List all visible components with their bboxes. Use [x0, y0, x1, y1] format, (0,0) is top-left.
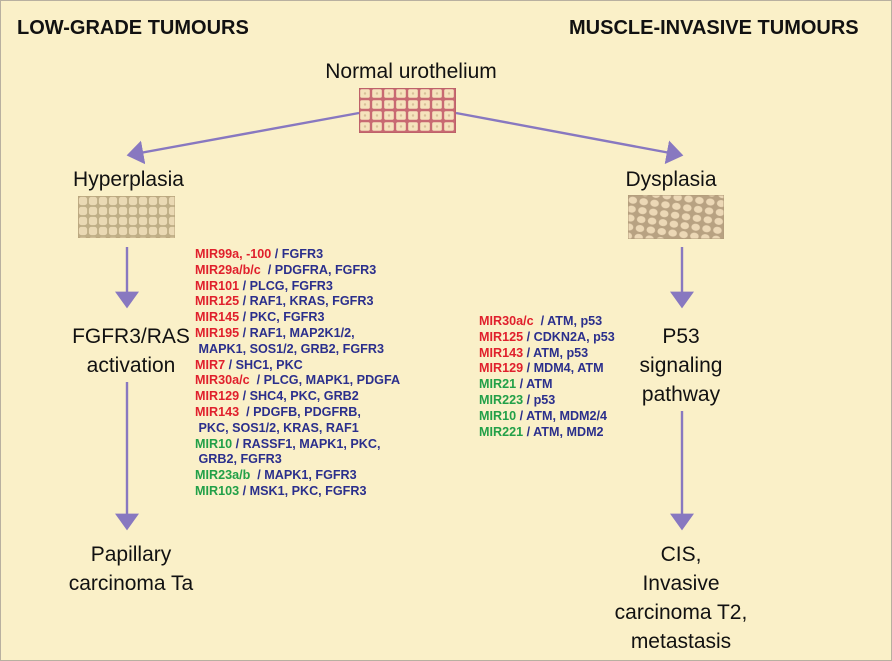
low-grade-header: LOW-GRADE TUMOURS: [17, 17, 249, 39]
mir-row: MAPK1, SOS1/2, GRB2, FGFR3: [195, 342, 400, 358]
mir-name: MIR10: [479, 408, 517, 423]
cis-line-3: carcinoma T2,: [614, 601, 748, 624]
arrow-normal-to-hyperplasia: [126, 111, 360, 165]
mir-targets: GRB2, FGFR3: [195, 452, 282, 467]
mir-targets: PKC, SOS1/2, KRAS, RAF1: [195, 420, 359, 435]
mir-row: MIR143 / ATM, p53: [479, 346, 615, 362]
mir-name: MIR223: [479, 392, 524, 407]
mir-name: MIR195: [195, 325, 240, 340]
mir-name: MIR129: [195, 389, 240, 404]
p53-line-3: pathway: [641, 383, 721, 406]
mir-targets: / RAF1, KRAS, FGFR3: [239, 294, 374, 309]
mir-targets: / ATM, MDM2: [523, 424, 604, 439]
mir-targets: MAPK1, SOS1/2, GRB2, FGFR3: [195, 341, 384, 356]
mir-row: MIR23a/b / MAPK1, FGFR3: [195, 468, 400, 484]
dysplasia-tissue-image: [628, 195, 724, 239]
mir-name: MIR7: [195, 357, 226, 372]
mir-row: MIR143 / PDGFB, PDGFRB,: [195, 405, 400, 421]
mir-name: MIR29a/b/c: [195, 262, 261, 277]
mir-name: MIR103: [195, 483, 240, 498]
mir-targets: / PLCG, FGFR3: [239, 278, 333, 293]
fgfr3-ras-line-1: FGFR3/RAS: [72, 325, 190, 348]
muscle-invasive-header: MUSCLE-INVASIVE TUMOURS: [569, 17, 859, 39]
mir-targets: / RASSF1, MAPK1, PKC,: [232, 436, 381, 451]
node-cis-invasive-metastasis: CIS, Invasive carcinoma T2, metastasis: [611, 540, 751, 656]
cis-line-2: Invasive: [642, 572, 720, 595]
mir-targets: / PKC, FGFR3: [239, 310, 325, 325]
cis-line-4: metastasis: [630, 630, 732, 653]
mir-targets: / SHC4, PKC, GRB2: [239, 389, 359, 404]
mir-row: MIR10 / ATM, MDM2/4: [479, 409, 615, 425]
mir-targets: / p53: [523, 392, 556, 407]
mir-name: MIR23a/b: [195, 468, 251, 483]
mir-row: MIR125 / CDKN2A, p53: [479, 330, 615, 346]
mir-row: MIR99a, -100 / FGFR3: [195, 247, 400, 263]
mir-targets: / MAPK1, FGFR3: [250, 468, 357, 483]
mir-row: MIR221 / ATM, MDM2: [479, 425, 615, 441]
mir-targets: / RAF1, MAP2K1/2,: [239, 325, 355, 340]
mir-targets: / ATM, p53: [533, 314, 603, 328]
mir-name: MIR101: [195, 278, 240, 293]
mir-targets: / ATM: [516, 377, 553, 392]
mir-targets: / ATM, MDM2/4: [516, 408, 608, 423]
hyperplasia-tissue-image: [78, 196, 175, 238]
mir-targets: / FGFR3: [271, 247, 324, 261]
mir-row: MIR10 / RASSF1, MAPK1, PKC,: [195, 437, 400, 453]
papillary-line-1: Papillary: [90, 543, 172, 566]
mir-name: MIR143: [195, 404, 240, 419]
mir-row: MIR129 / MDM4, ATM: [479, 361, 615, 377]
mir-name: MIR30a/c: [195, 373, 250, 388]
mir-targets: / MDM4, ATM: [523, 361, 604, 376]
mir-name: MIR125: [195, 294, 240, 309]
mir-row: MIR223 / p53: [479, 393, 615, 409]
mir-row: MIR30a/c / ATM, p53: [479, 314, 615, 330]
arrow-normal-to-dysplasia: [455, 111, 684, 165]
p53-line-1: P53: [662, 325, 700, 348]
mir-row: GRB2, FGFR3: [195, 452, 400, 468]
mir-targets: / MSK1, PKC, FGFR3: [239, 483, 367, 498]
mir-row: MIR30a/c / PLCG, MAPK1, PDGFA: [195, 373, 400, 389]
mir-name: MIR99a, -100: [195, 247, 272, 261]
node-fgfr3-ras-activation: FGFR3/RAS activation: [61, 322, 201, 380]
papillary-line-2: carcinoma Ta: [68, 572, 194, 595]
mir-row: MIR145 / PKC, FGFR3: [195, 310, 400, 326]
node-hyperplasia: Hyperplasia: [73, 168, 184, 191]
mir-row: MIR103 / MSK1, PKC, FGFR3: [195, 484, 400, 500]
mir-row: MIR21 / ATM: [479, 377, 615, 393]
mir-row: MIR195 / RAF1, MAP2K1/2,: [195, 326, 400, 342]
mir-row: MIR29a/b/c / PDGFRA, FGFR3: [195, 263, 400, 279]
mir-name: MIR143: [479, 345, 524, 360]
mir-name: MIR129: [479, 361, 524, 376]
mir-name: MIR10: [195, 436, 233, 451]
node-papillary-carcinoma: Papillary carcinoma Ta: [61, 540, 201, 598]
node-dysplasia: Dysplasia: [625, 168, 717, 191]
mir-targets: / PDGFRA, FGFR3: [260, 262, 377, 277]
cis-line-1: CIS,: [660, 543, 702, 566]
mir-row: MIR125 / RAF1, KRAS, FGFR3: [195, 294, 400, 310]
mir-targets: / SHC1, PKC: [225, 357, 303, 372]
mir-targets: / CDKN2A, p53: [523, 329, 615, 344]
mir-name: MIR221: [479, 424, 524, 439]
p53-line-2: signaling: [639, 354, 723, 377]
mir-row: PKC, SOS1/2, KRAS, RAF1: [195, 421, 400, 437]
mir-targets: / PLCG, MAPK1, PDGFA: [249, 373, 401, 388]
mir-row: MIR129 / SHC4, PKC, GRB2: [195, 389, 400, 405]
mir-row: MIR101 / PLCG, FGFR3: [195, 279, 400, 295]
fgfr3-ras-line-2: activation: [86, 354, 176, 377]
mir-name: MIR21: [479, 377, 517, 392]
normal-urothelium-tissue-image: [359, 88, 456, 133]
mir-name: MIR145: [195, 310, 240, 325]
mir-name: MIR30a/c: [479, 314, 534, 328]
mir-targets: / ATM, p53: [523, 345, 589, 360]
node-p53-signaling: P53 signaling pathway: [621, 322, 741, 409]
mir-name: MIR125: [479, 329, 524, 344]
mir-targets: / PDGFB, PDGFRB,: [239, 404, 361, 419]
node-normal-urothelium: Normal urothelium: [325, 60, 497, 83]
mir-row: MIR7 / SHC1, PKC: [195, 358, 400, 374]
